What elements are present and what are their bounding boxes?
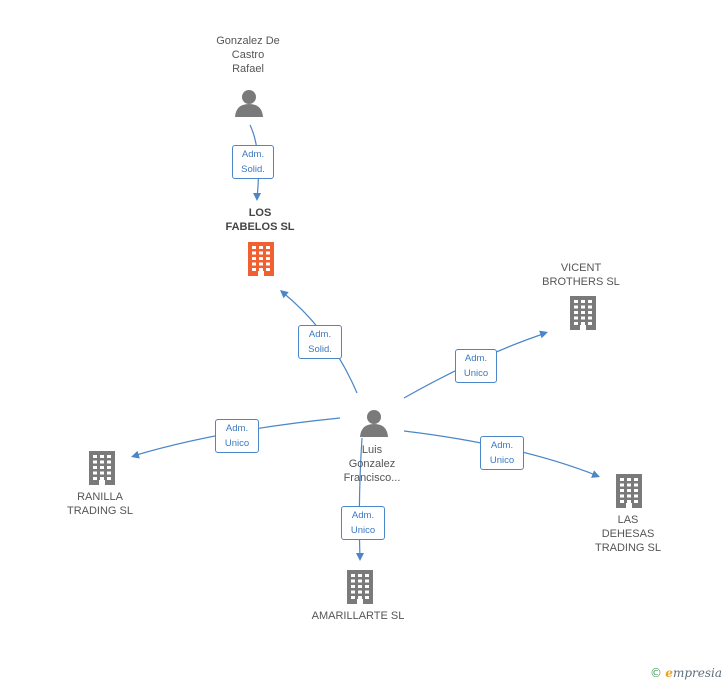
person-icon[interactable] (235, 90, 263, 117)
edge-label-luis_gonzalez-ranilla_trading[interactable]: Adm. Unico (215, 419, 259, 453)
edge-arrow-luis_gonzalez-ranilla_trading (131, 450, 140, 459)
building-icon[interactable] (89, 451, 115, 485)
edge-arrow-gonzalez_de_castro-los_fabelos (253, 193, 261, 201)
footer-brand: © empresia (650, 666, 722, 680)
node-label-vicent_brothers[interactable]: VICENT BROTHERS SL (542, 262, 620, 288)
edge-label-luis_gonzalez-las_dehesas[interactable]: Adm. Unico (480, 436, 524, 470)
node-label-los_fabelos[interactable]: LOS FABELOS SL (225, 207, 295, 233)
node-label-gonzalez_de_castro[interactable]: Gonzalez De Castro Rafael (216, 35, 280, 75)
edge-arrow-luis_gonzalez-los_fabelos (280, 290, 289, 299)
node-label-luis_gonzalez[interactable]: Luis Gonzalez Francisco... (343, 444, 401, 484)
building-icon[interactable] (616, 474, 642, 508)
edge-label-gonzalez_de_castro-los_fabelos[interactable]: Adm. Solid. (232, 145, 274, 179)
building-icon[interactable] (248, 242, 274, 276)
edge-label-luis_gonzalez-vicent_brothers[interactable]: Adm. Unico (455, 349, 497, 383)
node-label-amarillarte[interactable]: AMARILLARTE SL (311, 610, 405, 622)
edge-line-luis_gonzalez-amarillarte (358, 437, 363, 560)
brand-logo-text: mpresia (672, 666, 722, 680)
node-label-las_dehesas[interactable]: LAS DEHESAS TRADING SL (594, 514, 661, 554)
edge-arrow-luis_gonzalez-las_dehesas (591, 470, 600, 478)
building-icon[interactable] (570, 296, 596, 330)
person-icon[interactable] (360, 410, 388, 437)
brand-logo-initial: e (665, 666, 673, 680)
node-label-ranilla_trading[interactable]: RANILLA TRADING SL (66, 491, 133, 517)
building-icon[interactable] (347, 570, 373, 604)
edge-arrow-luis_gonzalez-vicent_brothers (539, 330, 548, 339)
edge-label-luis_gonzalez-los_fabelos[interactable]: Adm. Solid. (298, 325, 342, 359)
copyright-symbol: © (649, 666, 662, 680)
edge-arrow-luis_gonzalez-amarillarte (356, 553, 364, 561)
edge-label-luis_gonzalez-amarillarte[interactable]: Adm. Unico (341, 506, 385, 540)
